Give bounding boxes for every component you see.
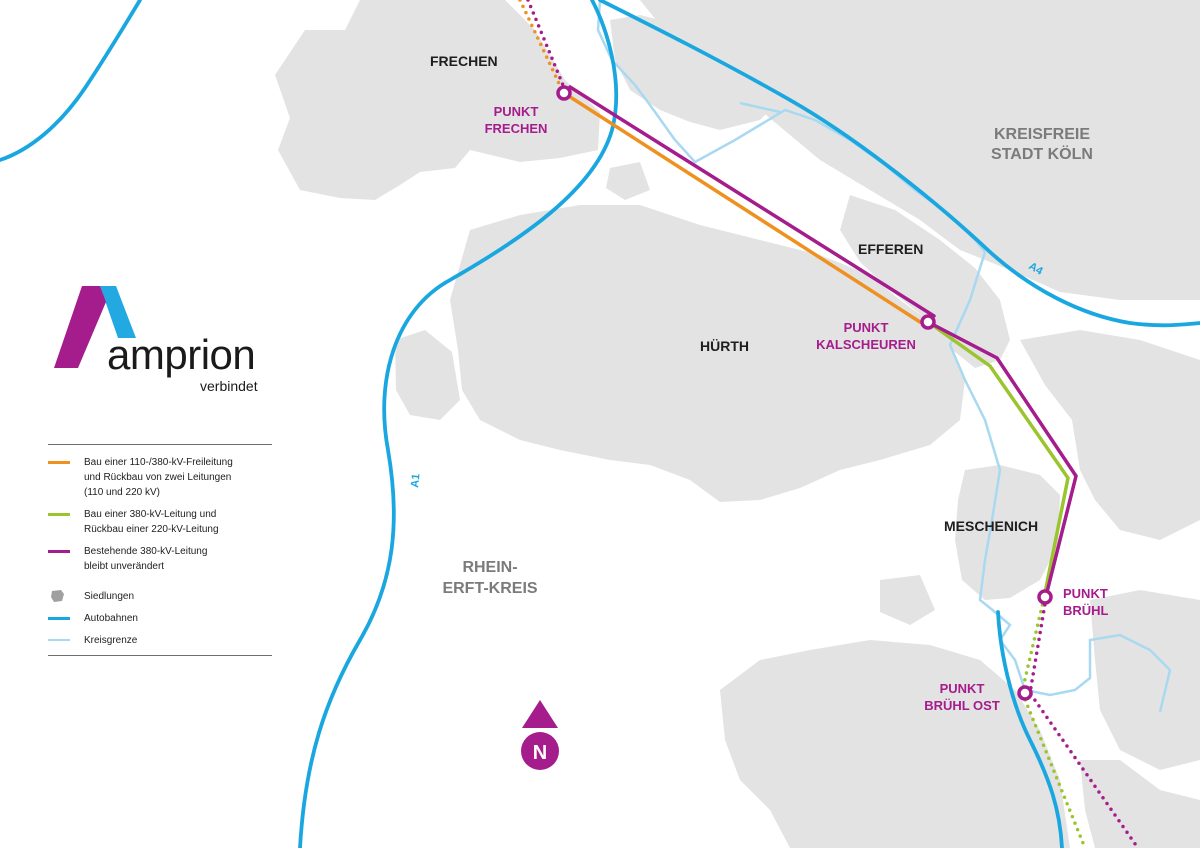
highway-swatch: [48, 617, 70, 620]
legend-line-label-0: Bau einer 110-/380-kV-Freileitung und Rüc…: [84, 455, 233, 500]
label-koeln-2: STADT KÖLN: [991, 144, 1093, 163]
legend-line-text: Bau einer 110-/380-kV-Freileitung: [84, 457, 233, 468]
label-punkt-bruehl-2: BRÜHL: [1063, 603, 1109, 618]
legend-line-swatch-1: [48, 513, 70, 516]
line-magenta-top: [568, 85, 936, 318]
line-green: [926, 320, 1070, 600]
marker-punkt-frechen[interactable]: [556, 85, 572, 101]
label-punkt-kalscheuren-2: KALSCHEUREN: [816, 337, 916, 352]
line-orange-dotted: [518, 0, 565, 94]
settlement-huerth: [450, 205, 965, 502]
legend-item-highways: Autobahnen: [48, 611, 272, 626]
legend-item-line-0: Bau einer 110-/380-kV-Freileitung und Rüc…: [48, 455, 272, 500]
label-punkt-kalscheuren-1: PUNKT: [844, 320, 889, 335]
legend-highways-label: Autobahnen: [84, 613, 138, 624]
north-arrow: N: [521, 700, 559, 770]
label-punkt-frechen-1: PUNKT: [494, 104, 539, 119]
legend-line-text: Bau einer 380-kV-Leitung und: [84, 509, 217, 520]
settlement-swatch-icon: [51, 590, 64, 602]
label-punkt-bruehl-ost-2: BRÜHL OST: [924, 698, 1000, 713]
logo-wordmark: amprion: [107, 331, 256, 378]
marker-punkt-kalscheuren[interactable]: [920, 314, 936, 330]
marker-punkt-bruehl-ost[interactable]: [1017, 685, 1033, 701]
label-koeln-1: KREISFREIE: [994, 126, 1090, 143]
border-swatch: [48, 639, 70, 641]
legend-settlements-label: Siedlungen: [84, 591, 135, 602]
label-efferen: EFFEREN: [858, 241, 923, 257]
highway-a4: [598, 0, 1200, 328]
settlement-meschenich: [955, 465, 1060, 600]
label-a1: A1: [409, 473, 422, 488]
settlement-west-small: [606, 162, 650, 200]
legend-line-swatch-0: [48, 461, 70, 464]
highway-south: [996, 610, 1064, 848]
settlement-hurth-west: [395, 330, 460, 420]
legend-item-settlements: Siedlungen: [48, 589, 272, 604]
legend-line-label-2: Bestehende 380-kV-Leitung bleibt unveränd…: [84, 544, 207, 574]
label-frechen: FRECHEN: [430, 53, 498, 69]
place-labels: FRECHEN EFFEREN HÜRTH MESCHENICH KREISFR…: [430, 53, 1093, 597]
label-punkt-bruehl-ost-1: PUNKT: [940, 681, 985, 696]
legend-border-label: Kreisgrenze: [84, 635, 138, 646]
settlement-southeast-2: [1080, 760, 1200, 848]
settlement-frechen: [275, 0, 600, 200]
logo-mark-blue: [100, 286, 136, 338]
label-huerth: HÜRTH: [700, 338, 749, 354]
north-arrow-head: [522, 700, 558, 728]
border-diagonal: [739, 101, 781, 114]
legend-line-swatch-2: [48, 550, 70, 553]
legend-line-text: Bestehende 380-kV-Leitung: [84, 546, 208, 557]
logo-tagline: verbindet: [200, 378, 258, 394]
amprion-logo: amprion verbindet: [48, 286, 278, 406]
legend: Bau einer 110-/380-kV-Freileitung und Rüc…: [48, 444, 272, 656]
highway-west-top: [0, 0, 142, 162]
legend-top-rule: [48, 444, 272, 445]
label-rhein-erft-2: ERFT-KREIS: [442, 580, 537, 597]
line-magenta-mid: [926, 320, 1078, 598]
legend-bottom-rule: [48, 655, 272, 656]
legend-item-border: Kreisgrenze: [48, 633, 272, 648]
legend-line-text: und Rückbau von zwei Leitungen: [84, 472, 232, 483]
label-rhein-erft-1: RHEIN-: [462, 559, 517, 576]
marker-punkt-bruehl[interactable]: [1037, 589, 1053, 605]
settlement-efferen: [840, 195, 1010, 368]
border-south: [948, 251, 1172, 713]
logo-mark-magenta: [54, 286, 106, 368]
road-labels: A1 A4: [409, 260, 1045, 488]
label-meschenich: MESCHENICH: [944, 518, 1038, 534]
legend-line-text: Rückbau einer 220-kV-Leitung: [84, 524, 219, 535]
line-magenta-dotted-top: [526, 0, 567, 92]
legend-items: Bau einer 110-/380-kV-Freileitung und Rüc…: [48, 445, 272, 582]
settlement-south-small: [880, 575, 935, 625]
settlement-east: [1020, 330, 1200, 540]
north-label: N: [533, 742, 547, 764]
point-labels: PUNKT FRECHEN PUNKT KALSCHEUREN PUNKT BR…: [485, 104, 1109, 713]
settlement-bruehl: [720, 640, 1070, 848]
amprion-logo-mark: [54, 286, 136, 368]
line-orange: [562, 91, 922, 324]
north-arrow-circle: [521, 732, 559, 770]
legend-line-text: (110 und 220 kV): [84, 487, 160, 498]
settlement-koeln: [640, 0, 1200, 300]
highway-a1: [298, 0, 619, 848]
point-markers: [556, 85, 1053, 701]
label-punkt-frechen-2: FRECHEN: [485, 121, 548, 136]
legend-line-text: bleibt unverändert: [84, 561, 165, 572]
label-punkt-bruehl-1: PUNKT: [1063, 586, 1108, 601]
settlement-north-center: [610, 15, 790, 130]
legend-item-line-2: Bestehende 380-kV-Leitung bleibt unveränd…: [48, 544, 272, 574]
